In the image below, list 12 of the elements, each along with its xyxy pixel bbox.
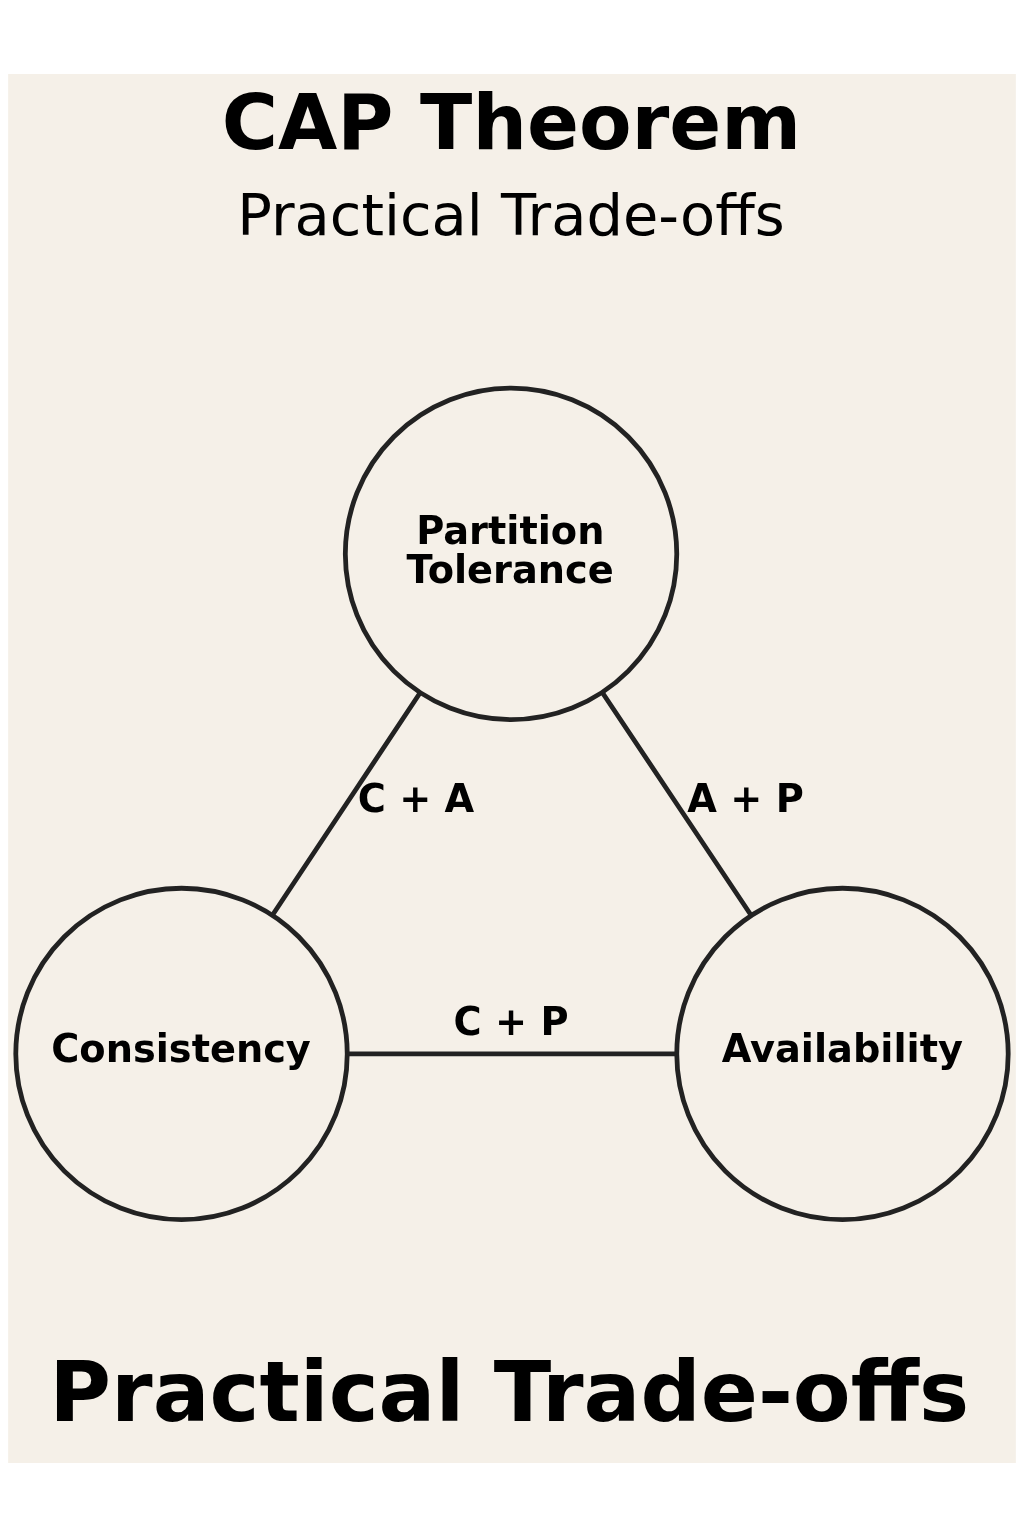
node-circle: Consistency [13, 885, 350, 1222]
node-circle: Partition Tolerance [342, 385, 680, 722]
edge-label: C + A [357, 775, 475, 821]
label: Practical Trade-offs [237, 181, 785, 249]
connector [600, 690, 753, 916]
node-circle: Availability [674, 885, 1011, 1222]
connector [270, 690, 423, 916]
edge-label: A + P [687, 775, 804, 821]
edge-label: C + P [453, 998, 569, 1044]
connector [347, 1051, 677, 1056]
diagram-title: CAP Theorem [221, 77, 802, 167]
label: Practical Trade-offs [49, 1342, 970, 1441]
